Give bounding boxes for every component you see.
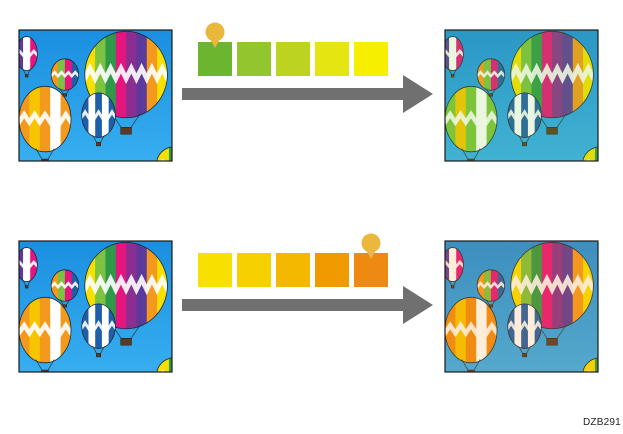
balloon-left	[445, 296, 498, 372]
original-photo	[18, 240, 173, 373]
color-swatch	[276, 42, 310, 76]
balloon-tiny	[19, 247, 38, 289]
balloon-blue	[507, 303, 542, 358]
row-orange-shift	[18, 233, 599, 373]
adjusted-photo	[444, 29, 599, 162]
figure-code: DZB291	[583, 417, 621, 428]
tint-overlay	[445, 30, 598, 161]
balloon-large	[84, 241, 168, 346]
balloon-blue	[81, 92, 116, 147]
balloon-small	[50, 269, 80, 308]
balloon-left	[19, 296, 72, 372]
balloon-corner	[156, 146, 172, 161]
color-swatch	[276, 253, 310, 287]
selection-marker-icon	[205, 22, 225, 48]
balloon-blue	[81, 303, 116, 358]
balloon-left	[445, 85, 498, 161]
row-green-shift	[18, 22, 599, 162]
color-swatch	[237, 253, 271, 287]
color-swatch	[354, 42, 388, 76]
adjusted-photo	[444, 240, 599, 373]
balloon-large	[510, 30, 594, 135]
balloon-large	[84, 30, 168, 135]
balloon-small	[50, 58, 80, 97]
original-photo	[18, 29, 173, 162]
process-arrow	[182, 75, 433, 113]
balloon-tiny	[445, 36, 464, 78]
selection-marker-icon	[361, 233, 381, 259]
color-swatch	[315, 253, 349, 287]
process-arrow	[182, 286, 433, 324]
balloon-small	[476, 58, 506, 97]
balloon-tiny	[19, 36, 38, 78]
color-swatch	[315, 42, 349, 76]
tint-overlay	[445, 241, 598, 372]
balloon-left	[19, 85, 72, 161]
balloon-blue	[507, 92, 542, 147]
balloon-corner	[156, 357, 172, 372]
color-swatch	[237, 42, 271, 76]
balloon-large	[510, 241, 594, 346]
balloon-small	[476, 269, 506, 308]
color-swatch	[198, 253, 232, 287]
color-swatch-bar	[198, 233, 388, 287]
balloon-tiny	[445, 247, 464, 289]
color-swatch-bar	[198, 22, 388, 76]
